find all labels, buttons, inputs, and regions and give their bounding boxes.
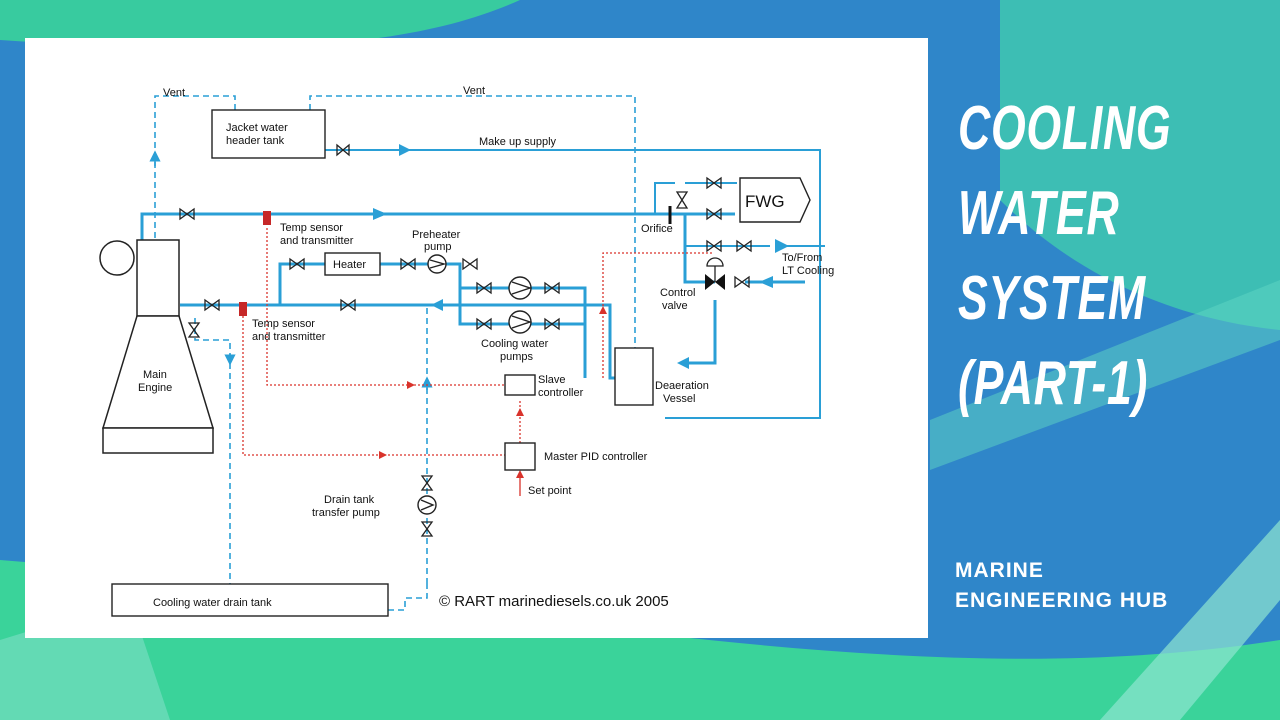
label-make-up: Make up supply bbox=[479, 136, 557, 148]
label-control-valve-2: valve bbox=[662, 300, 688, 312]
label-deaeration-2: Vessel bbox=[663, 393, 695, 405]
label-temp-top-2: and transmitter bbox=[280, 235, 354, 247]
brand-line-1: MARINE bbox=[955, 559, 1044, 582]
brand-line-2: ENGINEERING HUB bbox=[955, 589, 1169, 612]
label-drain-pump-1: Drain tank bbox=[324, 494, 375, 506]
label-slave-1: Slave bbox=[538, 374, 566, 386]
label-set-point: Set point bbox=[528, 485, 571, 497]
label-fwg: FWG bbox=[745, 192, 785, 211]
label-preheater-2: pump bbox=[424, 241, 452, 253]
label-engine-2: Engine bbox=[138, 382, 172, 394]
label-heater: Heater bbox=[333, 259, 366, 271]
diagram-panel: Vent Vent Jacket water header tank Make … bbox=[25, 38, 928, 638]
label-vent-left: Vent bbox=[163, 87, 185, 99]
main-engine-icon bbox=[99, 239, 215, 454]
label-temp-bottom-1: Temp sensor bbox=[252, 318, 315, 330]
label-to-from-1: To/From bbox=[782, 252, 822, 264]
valve-icons bbox=[179, 143, 752, 537]
label-cw-pumps-1: Cooling water bbox=[481, 338, 549, 350]
label-master-pid: Master PID controller bbox=[544, 451, 648, 463]
label-cw-pumps-2: pumps bbox=[500, 351, 534, 363]
temp-sensor-top-icon bbox=[263, 211, 271, 225]
dashed-vent-lines bbox=[149, 95, 636, 611]
label-copyright: © RART marinediesels.co.uk 2005 bbox=[439, 593, 669, 610]
title-line-1: COOLING bbox=[958, 94, 1172, 163]
equipment-boxes bbox=[111, 109, 811, 617]
label-header-tank-1: Jacket water bbox=[226, 122, 288, 134]
signal-lines bbox=[242, 228, 713, 456]
label-deaeration-1: Deaeration bbox=[655, 380, 709, 392]
video-title: COOLING WATER SYSTEM (PART-1) bbox=[958, 86, 1174, 426]
label-vent-right: Vent bbox=[463, 85, 485, 97]
pump-icons bbox=[417, 254, 533, 515]
label-orifice: Orifice bbox=[641, 223, 673, 235]
control-valve-icon bbox=[705, 257, 725, 290]
cooling-water-diagram: Vent Vent Jacket water header tank Make … bbox=[99, 85, 834, 617]
brand-name: MARINE ENGINEERING HUB bbox=[955, 556, 1168, 616]
cooling-pipes bbox=[140, 212, 805, 380]
label-to-from-2: LT Cooling bbox=[782, 265, 834, 277]
title-line-4: (PART-1) bbox=[958, 349, 1149, 418]
flow-arrows bbox=[373, 144, 789, 369]
label-header-tank-2: header tank bbox=[226, 135, 285, 147]
label-preheater-1: Preheater bbox=[412, 229, 461, 241]
label-temp-top-1: Temp sensor bbox=[280, 222, 343, 234]
label-temp-bottom-2: and transmitter bbox=[252, 331, 326, 343]
title-line-2: WATER bbox=[958, 179, 1120, 248]
signal-arrows bbox=[379, 306, 607, 496]
diagram-labels: Vent Vent Jacket water header tank Make … bbox=[138, 85, 834, 610]
thin-pipes bbox=[325, 149, 825, 419]
label-control-valve-1: Control bbox=[660, 287, 695, 299]
label-drain-pump-2: transfer pump bbox=[312, 507, 380, 519]
title-line-3: SYSTEM bbox=[958, 264, 1146, 333]
label-drain-tank: Cooling water drain tank bbox=[153, 597, 272, 609]
temp-sensor-bottom-icon bbox=[239, 302, 247, 316]
label-slave-2: controller bbox=[538, 387, 584, 399]
label-engine-1: Main bbox=[143, 369, 167, 381]
